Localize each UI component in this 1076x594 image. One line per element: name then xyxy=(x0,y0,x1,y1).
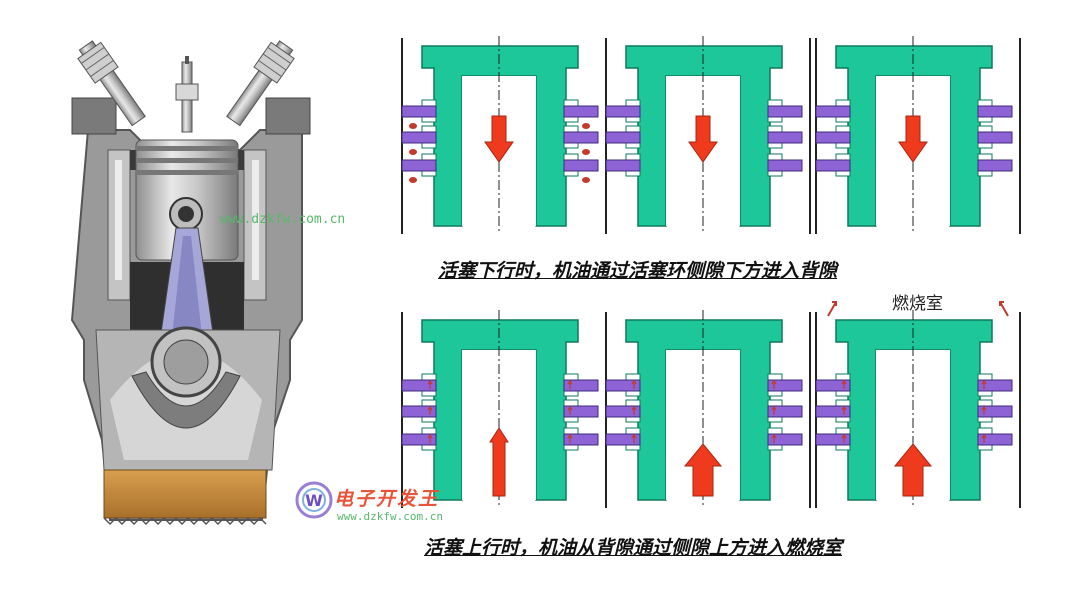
piston-ring xyxy=(767,105,803,118)
spark-plug xyxy=(175,56,199,133)
piston-ring xyxy=(563,433,599,446)
piston-ring xyxy=(815,159,851,172)
piston-ring xyxy=(401,159,437,172)
oil-flow-arrow xyxy=(841,405,847,415)
piston-ring xyxy=(401,405,437,418)
piston-ring xyxy=(563,379,599,392)
oil-flow-arrow xyxy=(427,433,433,443)
piston-panel xyxy=(401,36,607,234)
right-port xyxy=(265,97,311,135)
piston-down-arrow xyxy=(484,115,514,163)
oil-flow-arrow xyxy=(567,433,573,443)
piston-ring xyxy=(401,105,437,118)
piston-ring xyxy=(815,379,851,392)
piston-panel xyxy=(605,310,811,508)
oil-flow-arrow xyxy=(567,405,573,415)
piston-ring xyxy=(605,433,641,446)
piston-panel xyxy=(401,310,607,508)
piston-ring xyxy=(605,105,641,118)
oil-flow-arrow xyxy=(631,433,637,443)
oil-escape-arrow xyxy=(999,301,1009,317)
piston-ring xyxy=(767,159,803,172)
caption-piston-up: 活塞上行时，机油从背隙通过侧隙上方进入燃烧室 xyxy=(424,537,843,559)
piston-ring xyxy=(977,405,1013,418)
oil-sump xyxy=(103,469,267,519)
piston-ring xyxy=(401,131,437,144)
piston-ring xyxy=(563,159,599,172)
piston-ring xyxy=(977,379,1013,392)
oil-flow-arrow xyxy=(981,405,987,415)
piston-ring xyxy=(767,433,803,446)
oil-flow-arrow xyxy=(771,405,777,415)
piston-ring xyxy=(767,405,803,418)
exhaust-valve xyxy=(226,40,295,127)
watermark-url-small: www.dzkfw.com.cn xyxy=(337,510,443,523)
piston-ring xyxy=(563,105,599,118)
engine-cutaway xyxy=(70,40,311,526)
oil-droplet xyxy=(582,149,590,155)
watermark-url: www.dzkfw.com.cn xyxy=(220,212,346,227)
oil-flow-arrow xyxy=(981,433,987,443)
caption-piston-down: 活塞下行时，机油通过活塞环侧隙下方进入背隙 xyxy=(438,260,838,282)
watermark-logo: W xyxy=(295,481,333,519)
piston-ring xyxy=(605,159,641,172)
piston-ring xyxy=(767,131,803,144)
piston-ring xyxy=(977,105,1013,118)
piston-ring-panels xyxy=(401,36,1021,508)
oil-flow-arrow xyxy=(631,405,637,415)
oil-droplet xyxy=(409,177,417,183)
left-port xyxy=(71,97,117,135)
piston-ring xyxy=(815,131,851,144)
piston-ring xyxy=(815,433,851,446)
piston-ring xyxy=(563,131,599,144)
piston-up-arrow xyxy=(893,443,933,497)
piston-ring xyxy=(815,405,851,418)
oil-flow-arrow xyxy=(771,433,777,443)
oil-flow-arrow xyxy=(427,405,433,415)
oil-droplet xyxy=(582,123,590,129)
piston-up-arrow xyxy=(489,427,509,497)
crankshaft xyxy=(131,326,241,429)
piston-panel xyxy=(815,36,1021,234)
piston-up-arrow xyxy=(683,443,723,497)
piston-ring xyxy=(401,379,437,392)
oil-flow-arrow xyxy=(427,379,433,389)
piston-ring xyxy=(767,379,803,392)
piston-ring xyxy=(605,131,641,144)
piston-panel xyxy=(605,36,811,234)
watermark-logo-letter: W xyxy=(305,491,323,510)
piston-ring xyxy=(563,405,599,418)
piston-ring xyxy=(977,159,1013,172)
oil-flow-arrow xyxy=(841,433,847,443)
oil-flow-arrow xyxy=(567,379,573,389)
oil-escape-arrow xyxy=(827,301,837,317)
oil-flow-arrow xyxy=(771,379,777,389)
combustion-chamber-label: 燃烧室 xyxy=(892,294,943,314)
oil-droplet xyxy=(409,123,417,129)
oil-droplet xyxy=(409,149,417,155)
oil-flow-arrow xyxy=(841,379,847,389)
connecting-rod xyxy=(159,227,215,341)
piston-panel xyxy=(815,301,1021,508)
piston-ring xyxy=(977,131,1013,144)
piston-ring xyxy=(605,405,641,418)
intake-valve xyxy=(77,40,146,127)
piston-ring xyxy=(605,379,641,392)
oil-flow-arrow xyxy=(981,379,987,389)
piston-ring xyxy=(401,433,437,446)
watermark-site-name: 电子开发王 xyxy=(334,488,440,510)
piston-ring xyxy=(977,433,1013,446)
oil-flow-arrow xyxy=(631,379,637,389)
piston-ring xyxy=(815,105,851,118)
oil-droplet xyxy=(582,177,590,183)
piston-down-arrow xyxy=(688,115,718,163)
piston-down-arrow xyxy=(898,115,928,163)
